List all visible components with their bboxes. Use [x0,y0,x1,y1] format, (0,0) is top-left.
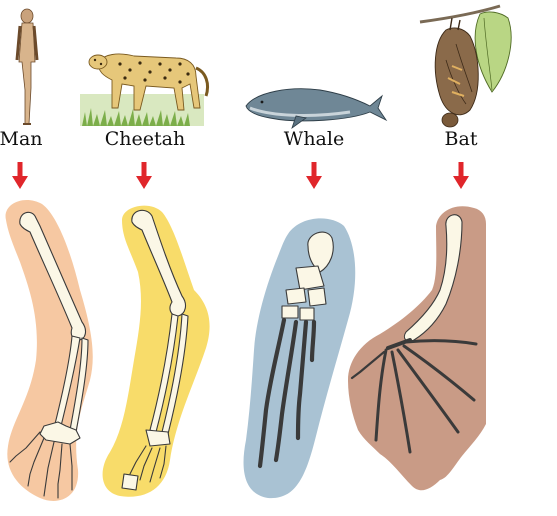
arrow-group [12,162,469,189]
whale-illustration [245,88,388,130]
arrow-bat [453,162,469,189]
bat-wing-bones [350,214,478,454]
label-whale: Whale [283,128,345,150]
arrow-whale [306,162,322,189]
label-man: Man [0,128,43,150]
man-limb-outline [5,199,93,501]
cheetah-illustration [80,53,210,126]
arrow-cheetah [136,162,152,189]
whale-flipper-bones [257,231,334,469]
label-bat: Bat [444,128,478,150]
cheetah-leg-bones [121,209,189,491]
label-cheetah: Cheetah [104,128,186,150]
man-figure-illustration [15,8,39,125]
bat-wing-outline [348,206,486,491]
man-arm-bones [9,211,89,499]
arrow-man [12,162,28,189]
cheetah-limb-outline [102,205,210,497]
bat-illustration [419,4,512,128]
whale-flipper-outline [243,218,356,499]
